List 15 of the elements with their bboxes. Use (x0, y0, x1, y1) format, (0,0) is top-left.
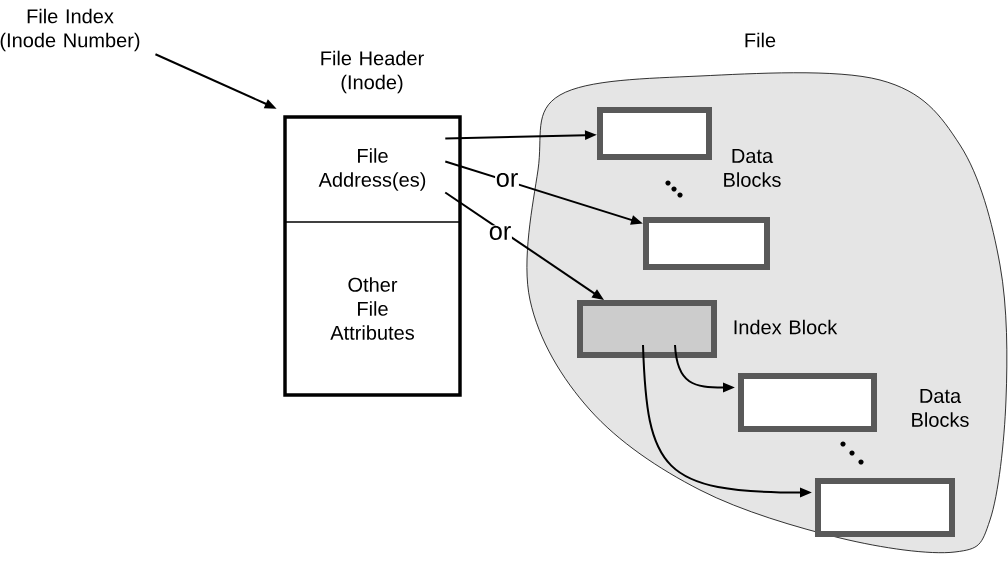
block-label: Data Blocks (724, 149, 781, 187)
field-cell: Other File Attributes (330, 277, 414, 340)
data-block (738, 373, 877, 432)
data-block (597, 107, 712, 160)
data-block (815, 478, 955, 537)
edge-label: or (488, 225, 512, 241)
heading: File Header (Inode) (321, 50, 424, 94)
block-label: Data Blocks (912, 389, 969, 427)
edge-label: or (495, 172, 519, 188)
data-block (643, 217, 770, 270)
label-text: File Index (Inode Number) (0, 8, 140, 52)
block-label: Index Block (734, 319, 838, 335)
heading: File (745, 32, 776, 48)
index-block (577, 300, 717, 358)
field-cell: File Address(es) (318, 148, 426, 191)
